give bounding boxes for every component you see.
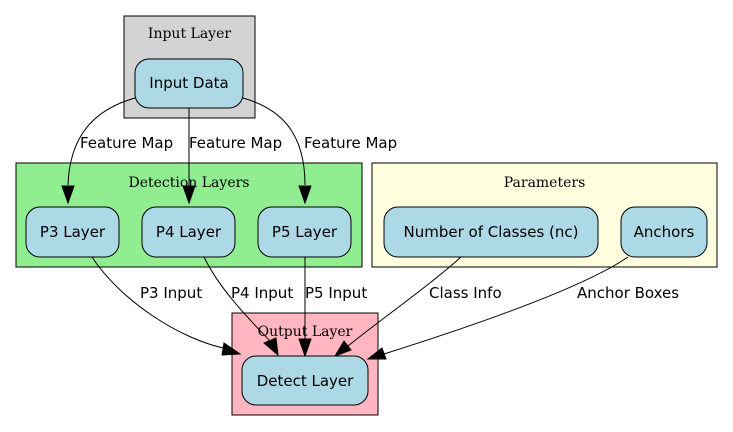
- input-data-node: Input Data: [134, 58, 244, 109]
- edge-label-feature-map-p5: Feature Map: [304, 134, 397, 152]
- edge-label-feature-map-p3: Feature Map: [80, 134, 173, 152]
- number-of-classes-node: Number of Classes (nc): [383, 206, 599, 258]
- p5-layer-label: P5 Layer: [272, 223, 338, 241]
- edge-p5-to-detect: [298, 257, 312, 358]
- edge-label-p3-input: P3 Input: [140, 284, 202, 302]
- edge-anchors-to-detect: [366, 256, 629, 360]
- edge-label-p5-input: P5 Input: [305, 284, 367, 302]
- edge-input-to-p5: [242, 97, 312, 205]
- p4-layer-label: P4 Layer: [156, 223, 222, 241]
- anchors-label: Anchors: [634, 223, 695, 241]
- p5-layer-node: P5 Layer: [257, 206, 352, 258]
- p3-layer-label: P3 Layer: [40, 223, 106, 241]
- edge-label-anchor-boxes: Anchor Boxes: [577, 284, 679, 302]
- edge-label-p4-input: P4 Input: [231, 284, 293, 302]
- edge-input-to-p3: [61, 97, 136, 205]
- p4-layer-node: P4 Layer: [141, 206, 236, 258]
- edge-input-to-p4: [182, 108, 196, 205]
- edge-label-feature-map-p4: Feature Map: [189, 134, 282, 152]
- p3-layer-node: P3 Layer: [25, 206, 120, 258]
- number-of-classes-label: Number of Classes (nc): [404, 223, 579, 241]
- anchors-node: Anchors: [620, 206, 708, 258]
- edge-nc-to-detect: [333, 256, 462, 357]
- edge-p4-to-detect: [203, 256, 279, 357]
- edge-label-class-info: Class Info: [429, 284, 502, 302]
- input-layer-title: Input Layer: [148, 26, 231, 42]
- input-data-label: Input Data: [149, 74, 228, 92]
- detect-layer-node: Detect Layer: [241, 355, 369, 406]
- detect-layer-label: Detect Layer: [257, 372, 354, 390]
- parameters-title: Parameters: [504, 175, 586, 191]
- edge-p3-to-detect: [91, 256, 242, 356]
